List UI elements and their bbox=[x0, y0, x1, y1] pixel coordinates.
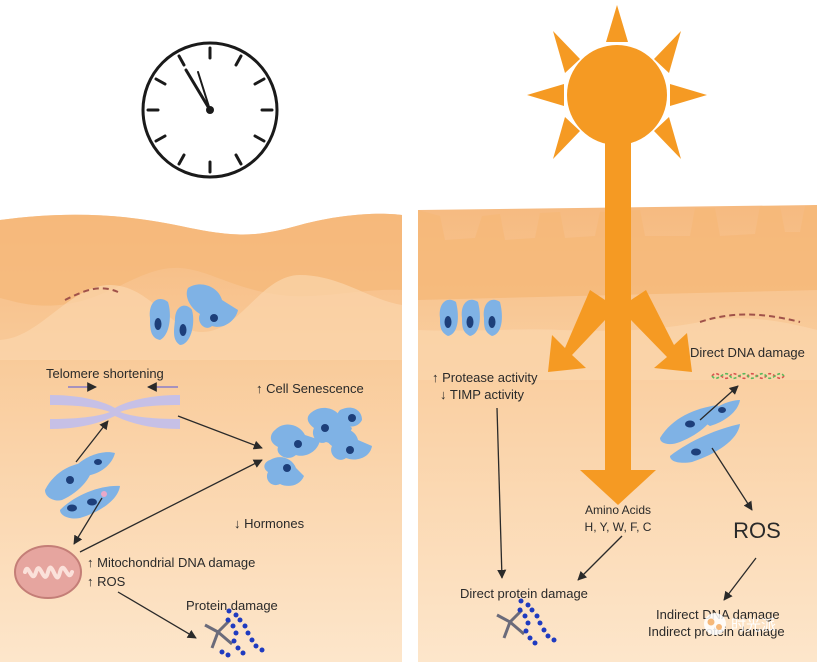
left-basement-membrane bbox=[64, 287, 119, 301]
sun-icon bbox=[527, 5, 707, 185]
senescent-cells bbox=[264, 407, 372, 486]
left-fibroblasts bbox=[45, 452, 120, 519]
left-epidermal-cells bbox=[149, 284, 238, 345]
watermark: 时光派 bbox=[704, 613, 776, 635]
arrow-telomere-to-senescence bbox=[177, 415, 263, 450]
cell-senescence-label: ↑ Cell Senescence bbox=[256, 381, 364, 396]
left-damaged-protein-icon bbox=[204, 608, 265, 658]
uv-ray-arrow bbox=[548, 140, 692, 505]
amino-acids-list: H, Y, W, F, C bbox=[585, 520, 652, 534]
direct-dna-label: Direct DNA damage bbox=[690, 345, 805, 360]
right-damaged-protein-icon bbox=[496, 598, 557, 646]
arrow-cell-to-ros bbox=[711, 447, 753, 511]
right-epidermal-cells bbox=[439, 299, 502, 336]
arrow-cell-to-mito bbox=[73, 497, 103, 545]
arrow-ros-to-indirect bbox=[723, 557, 757, 601]
arrow-amino-to-protein bbox=[577, 535, 623, 581]
protein-damage-label: Protein damage bbox=[186, 598, 278, 613]
arrow-ros-to-protein bbox=[117, 591, 197, 639]
mito-dna-label: ↑ Mitochondrial DNA damage bbox=[87, 555, 255, 570]
dna-helix-icon bbox=[711, 372, 785, 380]
arrow-cell-to-telomere bbox=[75, 420, 109, 463]
left-dermal-bump bbox=[0, 275, 402, 360]
right-fibroblasts bbox=[660, 400, 740, 463]
clock-icon bbox=[141, 41, 279, 179]
mitochondrion-icon bbox=[14, 545, 82, 599]
ros-label: ↑ ROS bbox=[87, 574, 126, 589]
watermark-text: 时光派 bbox=[731, 616, 776, 634]
arrow-mito-to-senescence bbox=[79, 459, 263, 553]
ros-big-label: ROS bbox=[733, 518, 781, 543]
protease-label: ↑ Protease activity bbox=[432, 370, 538, 385]
telomere-label: Telomere shortening bbox=[46, 366, 164, 381]
arrow-protease-to-protein bbox=[496, 407, 507, 579]
amino-acids-label: Amino Acids bbox=[585, 503, 651, 517]
arrow-cell-to-dna bbox=[699, 385, 739, 421]
left-panel: Telomere shortening ↑ Cell Senescence bbox=[0, 41, 402, 662]
timp-label: ↓ TIMP activity bbox=[440, 387, 525, 402]
chromosome-icon bbox=[50, 395, 180, 429]
panel-divider bbox=[404, 0, 418, 662]
hormones-label: ↓ Hormones bbox=[234, 516, 305, 531]
direct-protein-label: Direct protein damage bbox=[460, 586, 588, 601]
right-panel: ↑ Protease activity ↓ TIMP activity Dire… bbox=[418, 5, 817, 662]
